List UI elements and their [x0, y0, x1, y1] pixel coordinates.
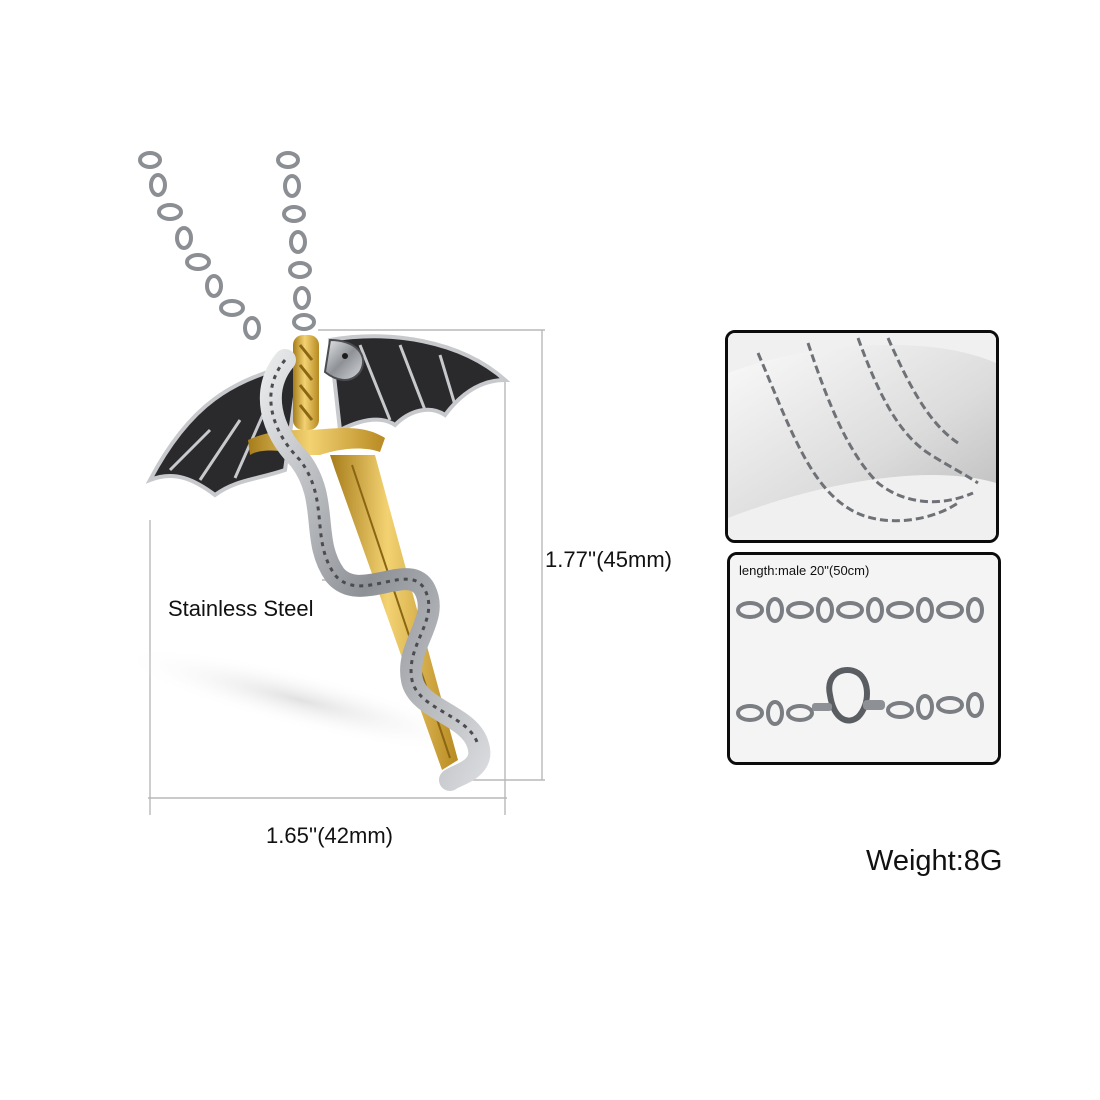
material-label: Stainless Steel [168, 596, 314, 621]
chain-icon [756, 337, 979, 523]
chain-detail-inset-top [725, 330, 999, 543]
chain-length-label: length:male 20"(50cm) [739, 563, 870, 578]
chain-detail-inset-bottom [727, 552, 1001, 765]
lobster-clasp-icon [812, 666, 885, 724]
chain-roll-illustration [728, 333, 996, 540]
weight-label: Weight:8G [866, 845, 1003, 877]
dragon-sword-pendant-icon [145, 334, 511, 791]
chain-clasp-illustration [730, 555, 998, 762]
chain-icon [138, 151, 316, 340]
height-dimension-label: 1.77''(45mm) [545, 547, 672, 572]
dimension-lines [148, 329, 545, 815]
width-dimension-label: 1.65''(42mm) [266, 823, 393, 848]
chain-icon [736, 597, 984, 726]
